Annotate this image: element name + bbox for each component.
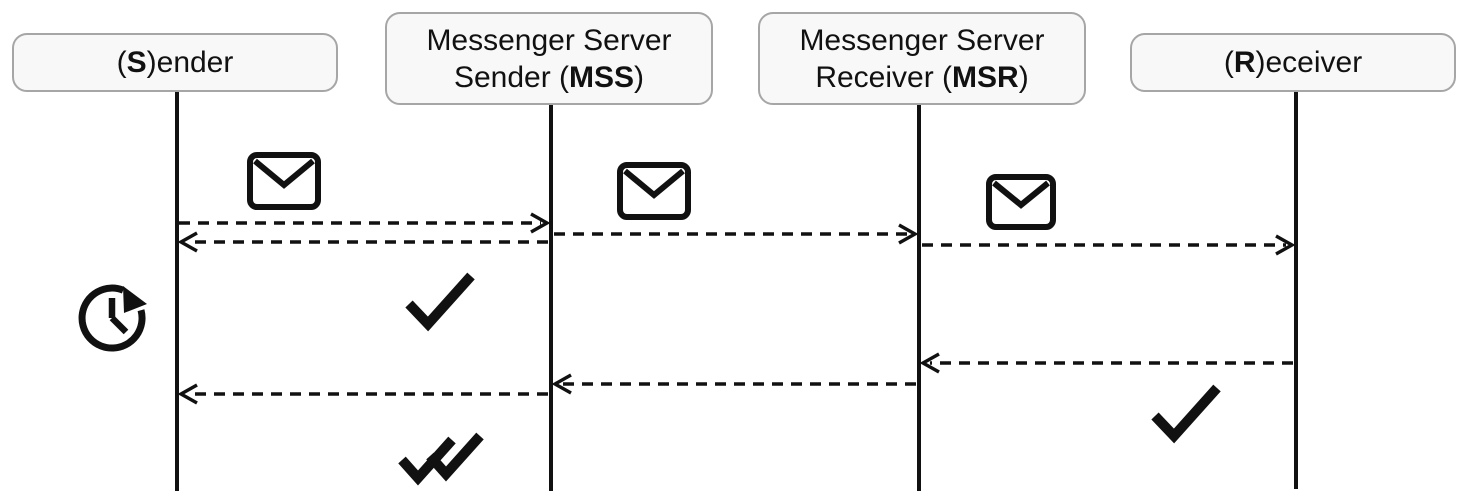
actor-box-msr: Messenger Server Receiver (MSR) — [758, 12, 1086, 105]
double-check-icon — [398, 432, 484, 486]
message-arrow-mss-to-msr — [554, 223, 919, 245]
actor-box-mss: Messenger Server Sender (MSS) — [385, 12, 713, 105]
actor-box-sender: (S)ender — [12, 33, 338, 92]
envelope-icon — [247, 152, 321, 210]
arrowhead-right-icon — [530, 212, 551, 234]
actor-label-receiver: (R)eceiver — [1223, 46, 1363, 79]
arrowhead-left-icon — [551, 373, 572, 395]
ack-arrow-mss-to-sender — [177, 231, 548, 253]
arrowhead-right-icon — [1275, 234, 1296, 256]
arrowhead-left-icon — [177, 231, 198, 253]
arrowhead-left-icon — [177, 383, 198, 405]
ack-arrow-msr-to-mss — [551, 373, 916, 395]
actor-label-mss-line2: Sender (MSS) — [453, 60, 645, 94]
actor-label-msr-line1: Messenger Server — [799, 23, 1045, 57]
ack-arrow-mss-to-sender-2 — [177, 383, 548, 405]
ack-arrow-receiver-to-msr — [919, 352, 1293, 374]
single-check-icon — [1151, 384, 1221, 444]
envelope-icon — [986, 174, 1056, 230]
clock-pending-icon — [78, 284, 147, 352]
message-arrow-sender-to-mss — [179, 212, 551, 234]
envelope-icon — [617, 162, 691, 220]
actor-label-mss-line1: Messenger Server — [426, 23, 672, 57]
single-check-icon — [405, 272, 475, 332]
arrowhead-right-icon — [898, 223, 919, 245]
actor-label-msr-line2: Receiver (MSR) — [815, 60, 1029, 94]
actor-label-sender: (S)ender — [116, 46, 234, 79]
message-arrow-msr-to-receiver — [922, 234, 1296, 256]
actor-box-receiver: (R)eceiver — [1130, 33, 1456, 92]
arrowhead-left-icon — [919, 352, 940, 374]
